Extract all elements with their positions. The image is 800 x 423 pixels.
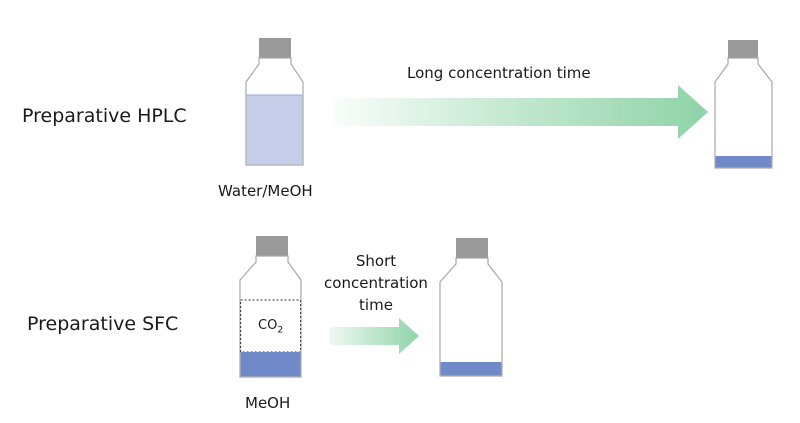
hplc-result-bottle	[714, 40, 773, 169]
short-arrow-label-line-1: Short	[355, 252, 397, 270]
water-meoh-liquid	[246, 95, 303, 165]
short-arrow-label: Short concentration time	[318, 250, 434, 316]
co2-label: CO2	[258, 318, 284, 336]
bottle-cap	[256, 236, 288, 256]
bottle-cap	[456, 238, 488, 258]
long-concentration-arrow	[333, 85, 708, 139]
long-arrow-label: Long concentration time	[407, 64, 591, 82]
residue-layer	[715, 156, 772, 168]
hplc-title: Preparative HPLC	[22, 105, 187, 127]
meoh-liquid	[240, 352, 301, 377]
sfc-title: Preparative SFC	[27, 313, 179, 335]
sfc-solvent-label: MeOH	[245, 394, 291, 412]
short-concentration-arrow	[330, 318, 419, 354]
sfc-source-bottle	[239, 236, 302, 378]
hplc-source-bottle	[245, 38, 304, 166]
bottle-cap	[728, 40, 758, 58]
short-arrow-label-line-3: time	[359, 296, 393, 314]
sfc-result-bottle	[439, 238, 503, 377]
residue-layer	[440, 362, 502, 376]
bottle-cap	[259, 38, 291, 58]
short-arrow-label-line-2: concentration	[324, 274, 428, 292]
hplc-solvent-label: Water/MeOH	[218, 182, 313, 200]
